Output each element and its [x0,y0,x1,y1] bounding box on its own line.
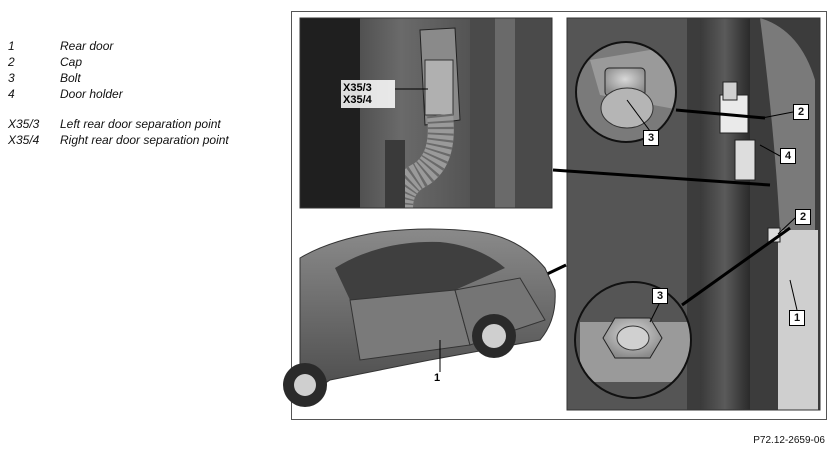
legend-row: X35/3 Left rear door separation point [8,116,278,132]
legend-code: X35/3 [8,117,40,131]
legend-row: 4 Door holder [8,86,278,102]
legend-row: 1 Rear door [8,38,278,54]
legend-desc: Bolt [60,71,81,85]
callout-cap-upper: 2 [793,104,809,120]
legend-row: X35/4 Right rear door separation point [8,132,278,148]
detail-circle-lower [574,281,692,399]
legend-desc: Door holder [60,87,123,101]
legend-desc: Rear door [60,39,114,53]
callout-rear-door: 1 [789,310,805,326]
callout-bolt-upper: 3 [643,130,659,146]
zoom-link-plug [552,168,771,187]
legend: 1 Rear door 2 Cap 3 Bolt 4 Door holder X… [8,38,278,148]
callout-cap-lower: 2 [795,209,811,225]
legend-row: 3 Bolt [8,70,278,86]
connector-label-x35-3: X35/3 [343,82,372,94]
plug-callout: X35/3 X35/4 [343,82,372,106]
legend-code: 1 [8,39,15,53]
callout-car-door: 1 [434,372,441,384]
legend-code: 3 [8,71,15,85]
zoom-link-lower [681,226,791,307]
legend-desc: Cap [60,55,83,69]
legend-code: X35/4 [8,133,40,147]
callout-door-holder: 4 [780,148,796,164]
detail-circle-upper [575,41,677,143]
legend-row: 2 Cap [8,54,278,70]
legend-desc: Right rear door separation point [60,133,229,147]
zoom-link-upper [675,108,766,120]
car-illustration [283,228,556,407]
callout-bolt-lower: 3 [652,288,668,304]
figure-reference: P72.12-2659-06 [753,435,825,446]
legend-desc: Left rear door separation point [60,117,221,131]
legend-code: 2 [8,55,15,69]
legend-code: 4 [8,87,15,101]
connector-photo [300,18,552,208]
connector-label-x35-4: X35/4 [343,94,372,106]
